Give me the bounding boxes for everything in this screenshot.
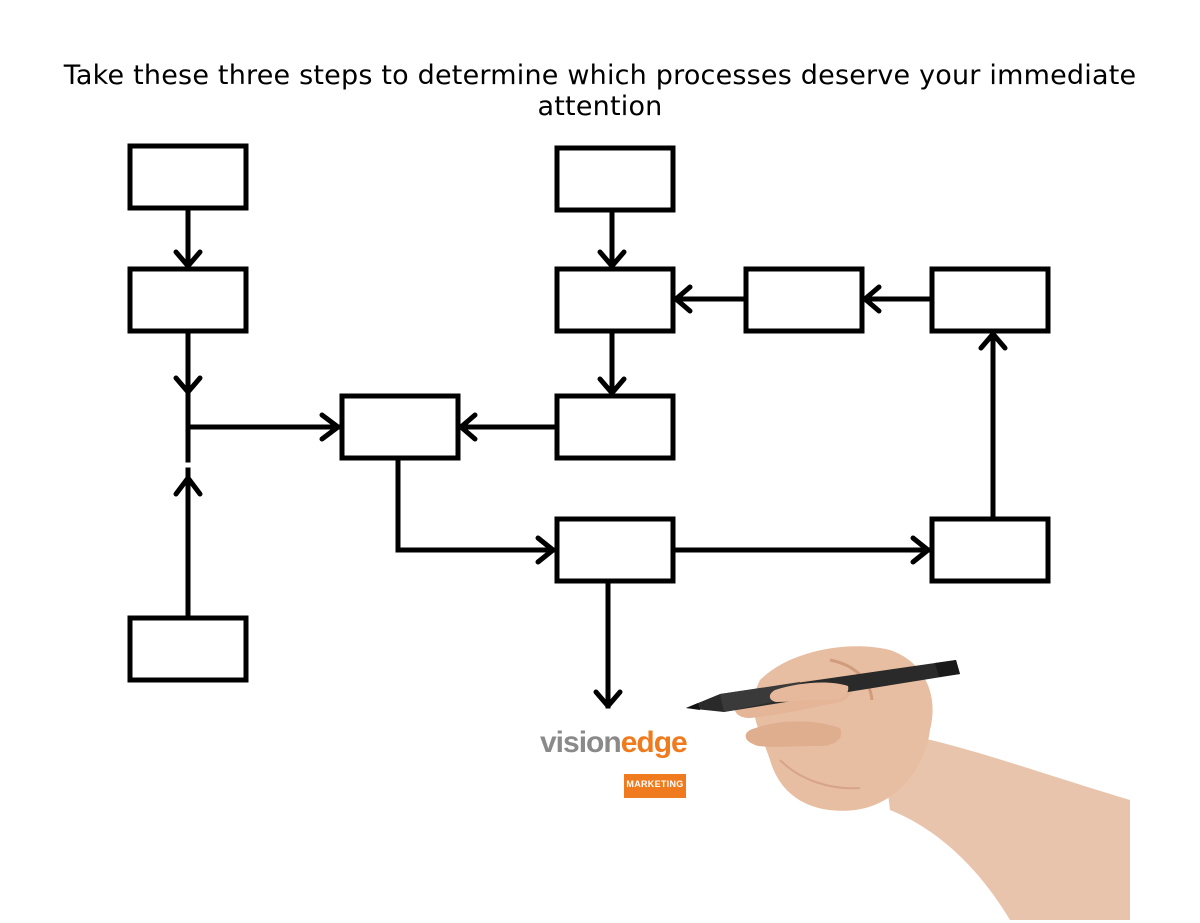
arrow-n3-to-junction <box>173 467 203 621</box>
flowchart-box-n7 <box>554 393 676 461</box>
visionedge-logo: visionedge MARKETING <box>540 708 700 803</box>
arrow-n2-to-junction <box>173 328 203 398</box>
arrow-n6-to-n7 <box>597 328 627 396</box>
logo-tagline: MARKETING <box>626 779 684 789</box>
hand-with-pen-image <box>686 646 1130 920</box>
logo-tagline-bar: MARKETING <box>624 774 686 798</box>
logo-word-part2: edge <box>620 726 688 759</box>
arrow-n7-to-n4 <box>458 412 560 442</box>
arrow-n9-to-n8 <box>862 284 935 314</box>
arrow-n1-to-n2 <box>173 205 203 269</box>
arrow-n4-to-n10 <box>395 455 556 565</box>
page-title: Take these three steps to determine whic… <box>63 60 1137 122</box>
flowchart-box-n9 <box>929 266 1051 334</box>
logo-wordmark: visionedge <box>540 726 688 759</box>
arrow-n8-to-n6 <box>673 284 749 314</box>
flowchart-box-n6 <box>554 266 676 334</box>
logo-word-part1: vision <box>540 726 622 759</box>
arrow-n10-to-outside <box>593 578 623 709</box>
flowchart-box-n4 <box>339 393 461 461</box>
flowchart-box-n3 <box>127 615 249 683</box>
arrow-n10-to-n11 <box>670 535 931 565</box>
arrow-junction-to-n4 <box>187 412 341 442</box>
arrow-n5-to-n6 <box>597 207 627 269</box>
arrow-n11-to-n9 <box>978 331 1008 522</box>
flowchart-box-n1 <box>127 143 249 211</box>
flowchart-box-n11 <box>929 516 1051 584</box>
flowchart-box-n2 <box>127 266 249 334</box>
flowchart-box-n8 <box>743 266 865 334</box>
flowchart-box-n10 <box>554 516 676 584</box>
flowchart-box-n5 <box>554 145 676 213</box>
